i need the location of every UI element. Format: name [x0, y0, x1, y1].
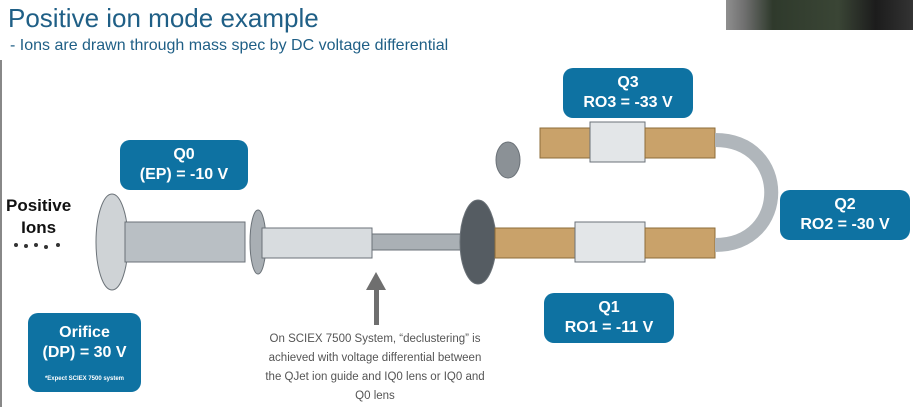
lens-disk	[459, 199, 497, 285]
webcam-video	[726, 0, 913, 30]
q1-tube	[574, 221, 646, 263]
arrow-up-icon	[366, 272, 386, 290]
slide-title: Positive ion mode example	[8, 3, 319, 33]
orifice-plate	[95, 193, 129, 291]
declustering-note: On SCIEX 7500 System, “declustering” is …	[265, 333, 485, 402]
arrow-shaft	[374, 285, 379, 325]
qjet-guide	[124, 221, 246, 263]
divider	[0, 60, 2, 407]
q2-curve	[714, 133, 779, 252]
q0-tube	[261, 227, 373, 259]
orifice-box: Orifice(DP) = 30 V*Expect SCIEX 7500 sys…	[28, 313, 141, 392]
q0-box: Q0(EP) = -10 V	[120, 140, 248, 190]
slide-subtitle: - Ions are drawn through mass spec by DC…	[10, 37, 449, 54]
q3-tube	[589, 121, 646, 163]
